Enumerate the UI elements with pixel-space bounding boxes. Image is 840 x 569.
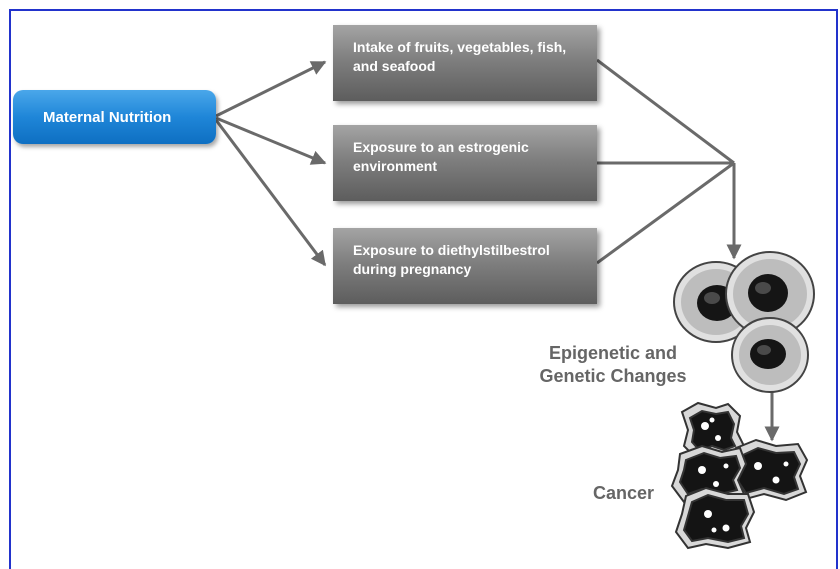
arrow-to-des <box>214 119 327 267</box>
cancer-cells-illustration <box>670 401 809 550</box>
line-des-merge <box>596 161 735 265</box>
node-des: Exposure to diethylstilbestrol during pr… <box>333 228 597 304</box>
node-estrogenic: Exposure to an estrogenic environment <box>333 125 597 201</box>
label-epigenetic: Epigenetic and Genetic Changes <box>539 343 687 386</box>
arrow-to-estrogenic <box>215 116 327 165</box>
arrow-to-intake <box>215 60 327 118</box>
node-intake: Intake of fruits, vegetables, fish, and … <box>333 25 597 101</box>
diagram-frame <box>9 9 838 569</box>
normal-cells-illustration <box>673 251 815 393</box>
label-cancer: Cancer <box>593 483 655 503</box>
node-maternal-nutrition: Maternal Nutrition <box>13 90 216 144</box>
line-intake-merge <box>596 58 735 165</box>
